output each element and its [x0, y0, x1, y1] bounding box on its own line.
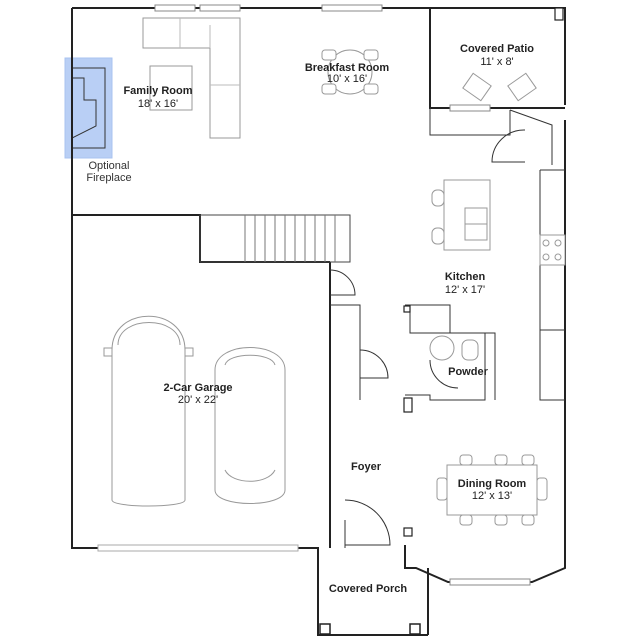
dining-room-name: Dining Room — [458, 478, 527, 490]
family-room-name: Family Room — [123, 85, 192, 97]
family-room-dim: 18' x 16' — [138, 98, 178, 110]
garage-cars — [103, 315, 286, 507]
breakfast-room-dim: 10' x 16' — [327, 73, 367, 85]
garage-label: 2-Car Garage 20' x 22' — [163, 382, 232, 406]
fireplace-hearth-shape — [71, 67, 106, 149]
dining-room-dim: 12' x 13' — [472, 490, 512, 502]
sectional-sofa — [142, 17, 241, 139]
fireplace-label: Optional Fireplace — [86, 160, 131, 184]
garage-name: 2-Car Garage — [163, 382, 232, 394]
staircase — [199, 214, 351, 263]
covered-porch-name: Covered Porch — [329, 583, 408, 595]
breakfast-room-name: Breakfast Room — [305, 62, 390, 74]
family-room-label: Family Room 18' x 16' — [123, 85, 192, 110]
fireplace-label-line2: Fireplace — [86, 172, 131, 184]
patio-chairs — [462, 72, 537, 102]
covered-patio-name: Covered Patio — [460, 43, 534, 55]
covered-patio-dim: 11' x 8' — [480, 56, 513, 68]
powder-fixtures — [429, 335, 479, 361]
breakfast-room-label: Breakfast Room 10' x 16' — [305, 62, 390, 85]
covered-patio-label: Covered Patio 11' x 8' — [460, 43, 534, 68]
kitchen-name: Kitchen — [445, 271, 486, 283]
dining-room-label: Dining Room 12' x 13' — [458, 478, 527, 502]
garage-dim: 20' x 22' — [178, 394, 218, 406]
fireplace-label-line1: Optional — [89, 160, 130, 172]
interior-walls — [330, 108, 565, 548]
doors — [329, 129, 526, 546]
kitchen-island — [431, 179, 566, 266]
breakfast-table — [321, 49, 379, 95]
powder-name: Powder — [448, 366, 488, 378]
kitchen-label: Kitchen 12' x 17' — [445, 271, 486, 296]
windows — [97, 4, 564, 635]
dining-table — [436, 454, 548, 526]
kitchen-dim: 12' x 17' — [445, 284, 485, 296]
foyer-name: Foyer — [351, 461, 382, 473]
